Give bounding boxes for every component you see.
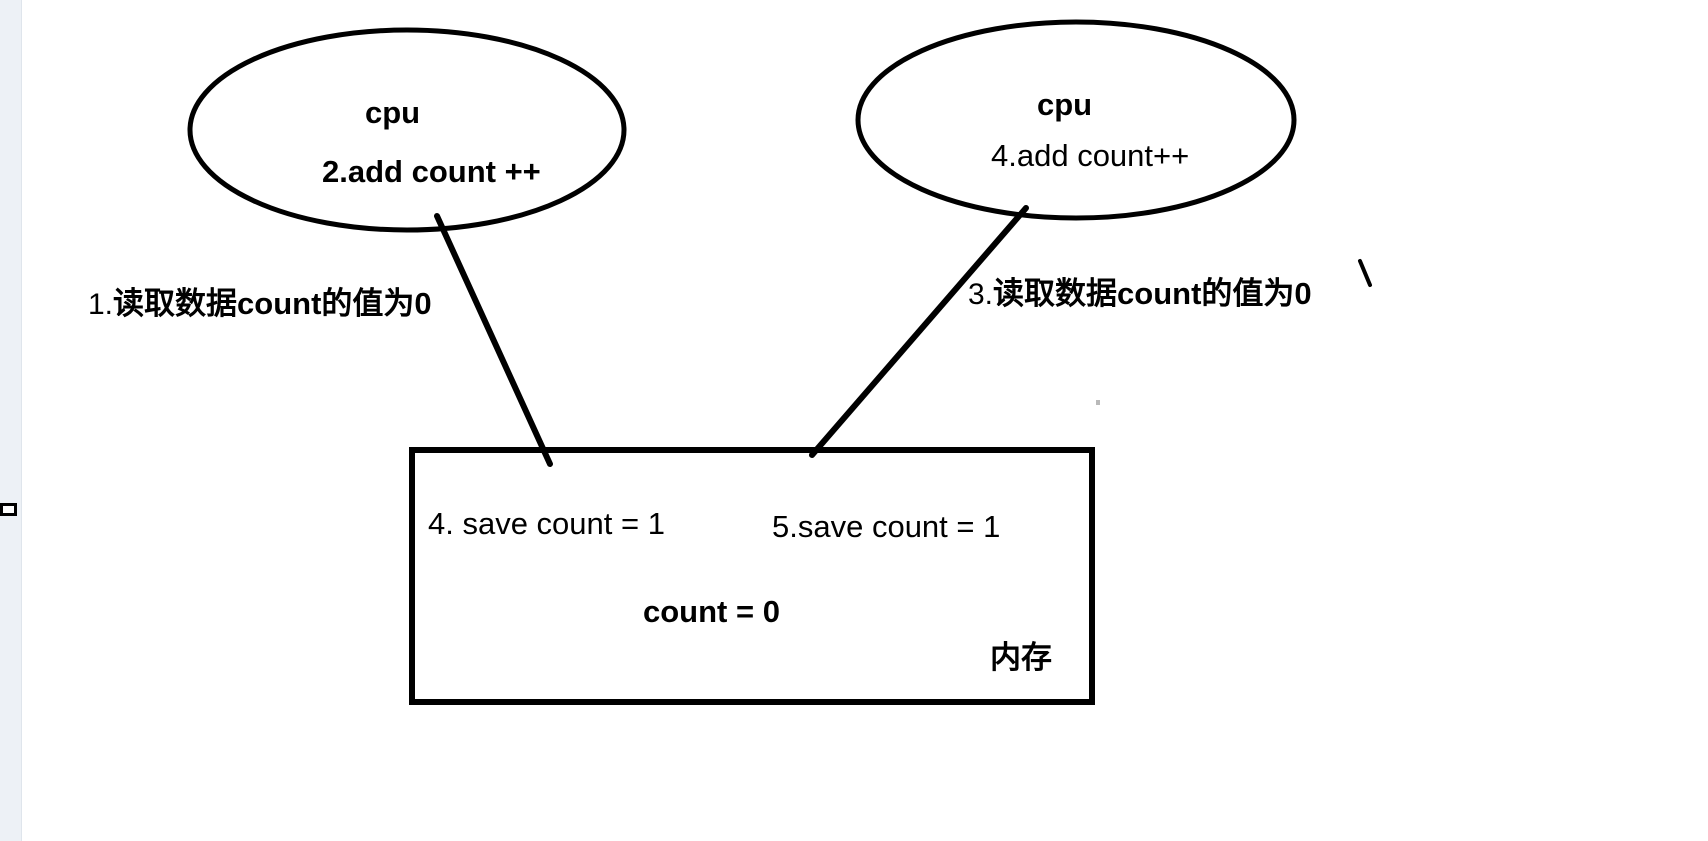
read-label-left: 1.读取数据count的值为0	[88, 286, 432, 321]
memory-count-value: count = 0	[643, 594, 780, 629]
memory-box	[409, 447, 1095, 705]
stray-dot-artifact	[1096, 400, 1100, 405]
read-label-right-text: 读取数据count的值为0	[993, 276, 1312, 311]
cpu-right-operation: 4.add count++	[991, 138, 1190, 173]
cpu-left-title: cpu	[365, 95, 421, 130]
read-label-left-number: 1.	[88, 288, 114, 321]
memory-save-right: 5.save count = 1	[772, 509, 1001, 544]
memory-save-left: 4. save count = 1	[428, 506, 665, 541]
memory-box-label: 内存	[990, 640, 1052, 675]
connector-line-right	[809, 205, 1029, 458]
read-label-right: 3.读取数据count的值为0	[968, 276, 1312, 311]
cpu-left-ellipse	[187, 27, 627, 233]
read-label-right-number: 3.	[968, 278, 994, 311]
tick-mark-right-label	[1358, 259, 1372, 287]
connector-line-left	[434, 213, 553, 467]
margin-selection-marker[interactable]	[0, 503, 17, 516]
cpu-right-title: cpu	[1037, 87, 1093, 122]
cpu-left-operation: 2.add count ++	[322, 154, 541, 189]
cpu-right-ellipse	[855, 19, 1297, 221]
read-label-left-text: 读取数据count的值为0	[113, 286, 432, 321]
document-margin-strip	[0, 0, 22, 841]
